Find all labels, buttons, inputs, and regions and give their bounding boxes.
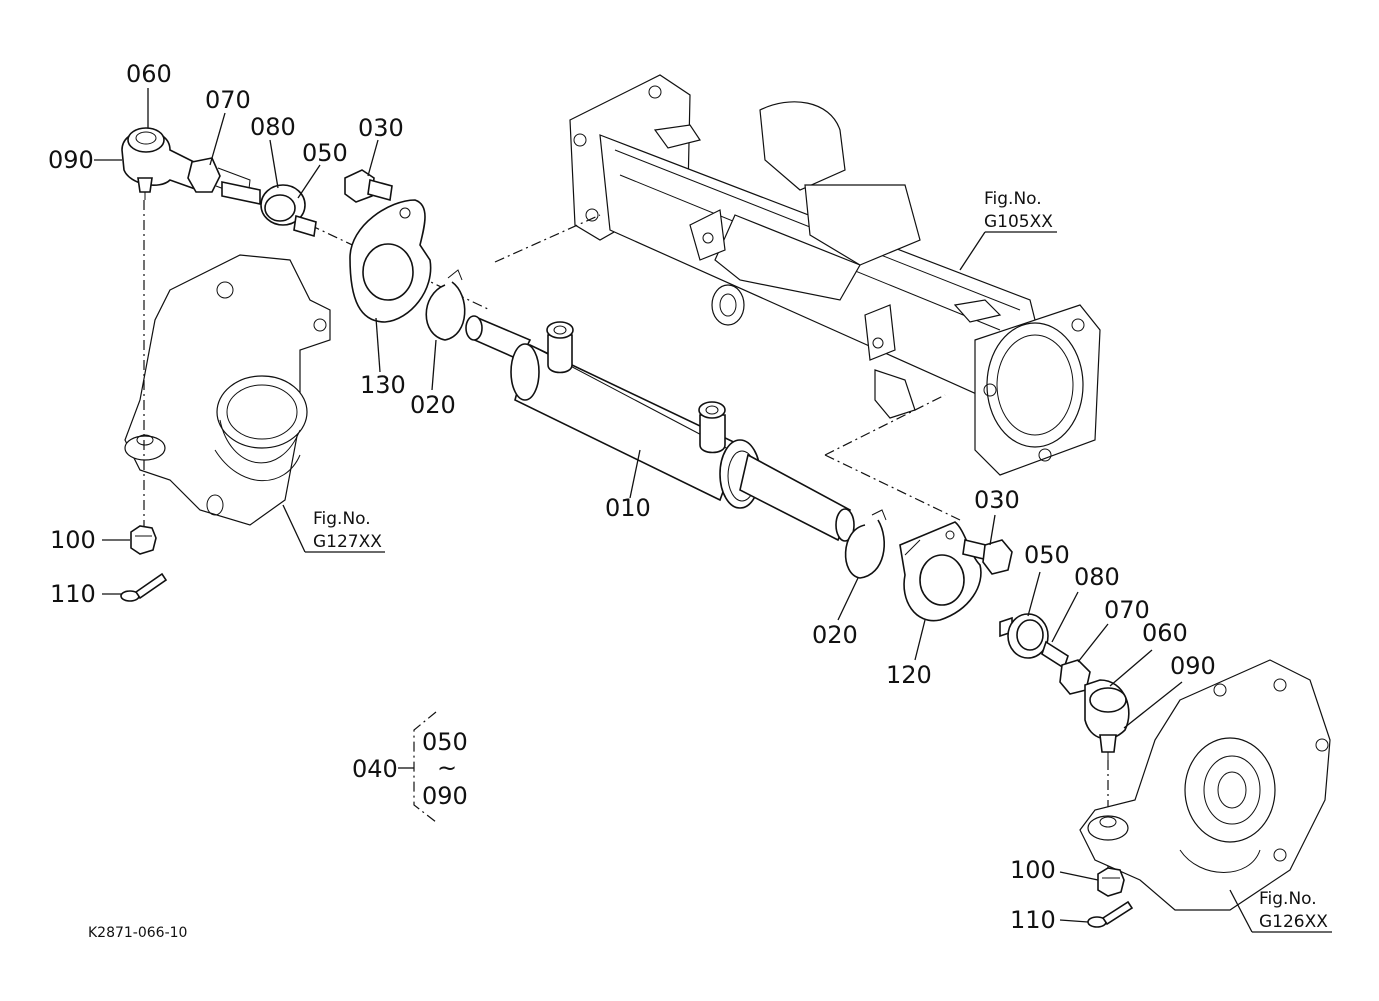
figure-ref-g105: Fig.No. G105XX <box>984 189 1053 232</box>
label-110-right: 110 <box>1010 906 1056 934</box>
right-plate-120 <box>899 521 982 622</box>
label-050-right: 050 <box>1024 541 1070 569</box>
group-tilde: ~ <box>437 754 457 782</box>
right-tie-rod-end-060 <box>1084 679 1130 760</box>
right-socket-050 <box>999 613 1049 659</box>
label-070-left: 070 <box>205 86 251 114</box>
label-100-left: 100 <box>50 526 96 554</box>
group-to-label: 090 <box>422 782 468 810</box>
fig-ref-g105-code: G105XX <box>984 212 1053 232</box>
right-castle-nut-100 <box>1097 867 1125 897</box>
assembly-group-040: 040 050 ~ 090 <box>352 711 468 823</box>
label-050-left: 050 <box>302 139 348 167</box>
label-070-right: 070 <box>1104 596 1150 624</box>
right-bolt-030 <box>962 539 1013 575</box>
label-030-left: 030 <box>358 114 404 142</box>
fig-ref-g126-code: G126XX <box>1259 912 1328 932</box>
fig-ref-g127-title: Fig.No. <box>313 509 371 529</box>
label-040: 040 <box>352 755 398 783</box>
left-snap-ring-020 <box>425 269 466 341</box>
left-bolt-030 <box>344 169 393 203</box>
label-020-left: 020 <box>410 391 456 419</box>
left-tie-rod-080 <box>221 181 261 205</box>
group-from-label: 050 <box>422 728 468 756</box>
axle-housing <box>569 74 1101 476</box>
figure-ref-g127: Fig.No. G127XX <box>313 509 382 552</box>
label-080-right: 080 <box>1074 563 1120 591</box>
label-110-left: 110 <box>50 580 96 608</box>
label-030-right: 030 <box>974 486 1020 514</box>
left-cotter-pin-110 <box>120 572 168 602</box>
left-plate-130 <box>349 199 432 323</box>
left-tie-rod-end-060 <box>121 127 201 200</box>
label-120: 120 <box>886 661 932 689</box>
left-steering-knuckle <box>124 254 331 526</box>
label-130: 130 <box>360 371 406 399</box>
drawing-code: K2871-066-10 <box>88 925 187 941</box>
leader-lines <box>94 88 1183 923</box>
part-labels: 060 070 080 050 030 090 130 020 010 100 … <box>48 60 1216 934</box>
left-socket-050 <box>260 184 317 238</box>
label-080-left: 080 <box>250 113 296 141</box>
label-060-right: 060 <box>1142 619 1188 647</box>
label-090-right: 090 <box>1170 652 1216 680</box>
fig-ref-g105-title: Fig.No. <box>984 189 1042 209</box>
fig-ref-g127-code: G127XX <box>313 532 382 552</box>
right-steering-knuckle <box>1079 659 1331 911</box>
label-060-left: 060 <box>126 60 172 88</box>
fig-ref-g126-title: Fig.No. <box>1259 889 1317 909</box>
left-castle-nut-100 <box>130 525 157 555</box>
label-020-right: 020 <box>812 621 858 649</box>
steering-cylinder-010 <box>465 315 855 542</box>
right-snap-ring-020 <box>844 509 887 579</box>
right-cotter-pin-110 <box>1087 900 1134 928</box>
figure-ref-g126: Fig.No. G126XX <box>1259 889 1328 932</box>
label-100-right: 100 <box>1010 856 1056 884</box>
label-010: 010 <box>605 494 651 522</box>
label-090-left: 090 <box>48 146 94 174</box>
